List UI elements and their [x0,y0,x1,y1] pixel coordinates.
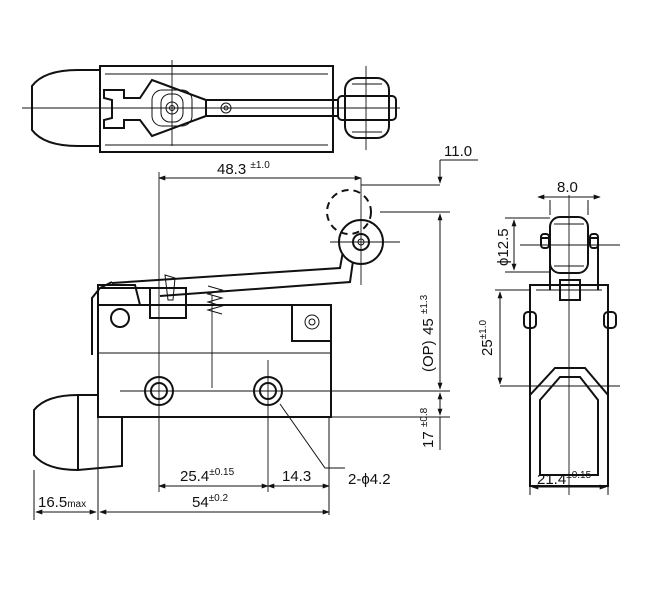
dim-side-height: 25±1.0 [478,319,496,356]
front-plunger-cap [33,394,123,472]
dim-lever-length: 48.3 ±1.0 [217,160,270,178]
dim-roller-diameter: ϕ12.5 [495,228,512,266]
dim-hole-edge: 14.3 [282,468,311,485]
front-view [33,172,450,492]
front-pivot [110,308,130,328]
front-body [97,304,332,418]
dim-body-length: 54±0.2 [192,493,229,511]
dim-mount-hole-height: 17 ±0.8 [419,407,437,448]
side-view [500,195,620,495]
dim-roller-offset: 11.0 [444,143,472,160]
dim-op-position: (OP) [420,340,437,372]
dim-plunger-protrusion: 16.5max [38,494,86,511]
dim-roller-width: 8.0 [557,179,578,196]
dimension-lines [33,159,609,520]
dim-hole-callout: 2-ϕ4.2 [348,471,391,488]
dim-hole-pitch: 25.4±0.15 [180,467,235,485]
top-body [99,65,334,153]
dimension-labels: 48.3 ±1.0 11.0 (OP) 45 ±1.3 17 ±0.8 25.4… [38,143,592,511]
top-view [22,60,400,153]
front-roller-free [326,189,372,235]
dim-op-value: 45 ±1.3 [419,294,437,335]
dim-side-width: 21.4±0.15 [537,470,592,488]
